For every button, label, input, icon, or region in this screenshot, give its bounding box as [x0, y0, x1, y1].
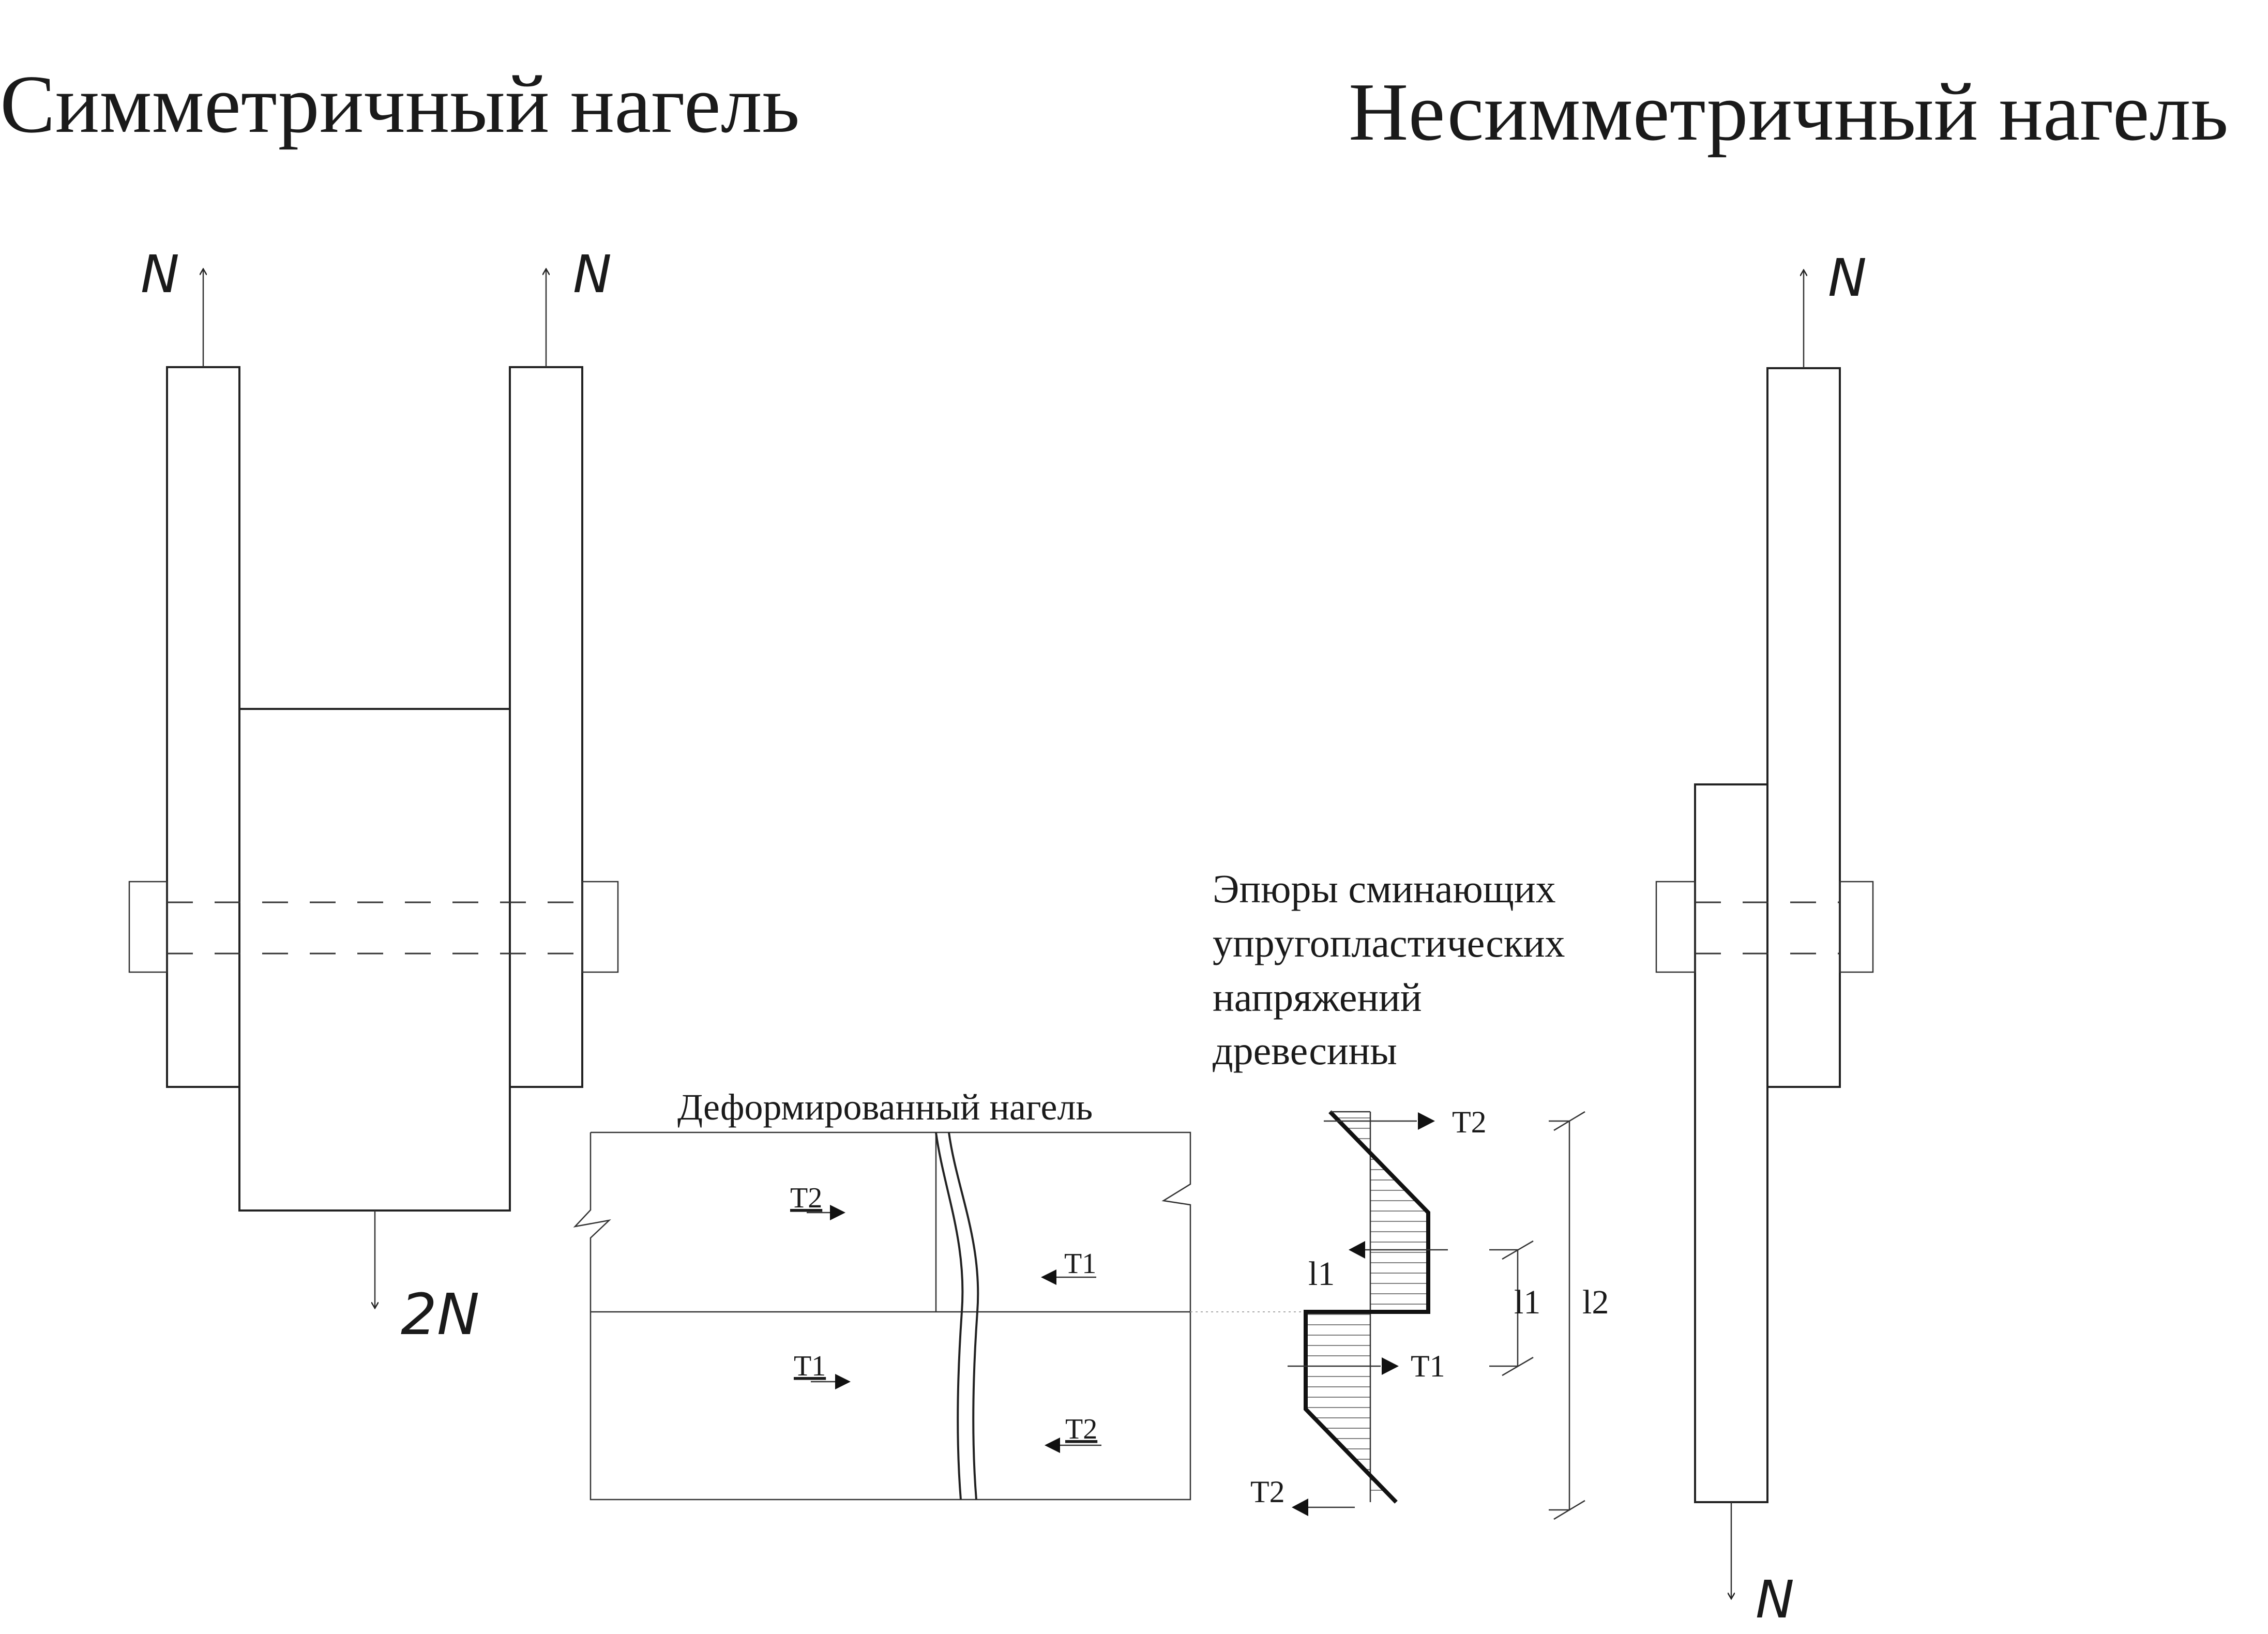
- asymmetric-joint: N N: [1655, 248, 1874, 1630]
- arrow-head-t1-top: [1041, 1269, 1056, 1285]
- arrow-head-t1-diagram-low: [1382, 1357, 1399, 1375]
- label-t2-diagram-bottom: T2: [1250, 1475, 1285, 1509]
- arrow-head-t2-diagram-top: [1418, 1112, 1435, 1130]
- dimension-l1-tick-bottom: [1502, 1356, 1534, 1376]
- arrow-head-t1-diagram-mid: [1349, 1241, 1365, 1259]
- dowel-right-end: [581, 881, 619, 973]
- caption-line-4: древесины: [1213, 1028, 1397, 1073]
- label-l2-dimension: l2: [1582, 1283, 1609, 1321]
- force-label-top-asym: N: [1828, 248, 1867, 308]
- upper-plank: [1766, 367, 1841, 1088]
- deformed-dowel-section: Деформированный нагель T2 T1 T1 T2: [573, 1086, 1313, 1501]
- force-t2-bottom-right: T2: [1065, 1413, 1097, 1445]
- section-outline-left-bottom: [573, 1132, 1191, 1501]
- dimension-l2: [1549, 1120, 1570, 1511]
- dowel-right-end-asym: [1839, 881, 1874, 973]
- right-side-plank: [509, 366, 583, 1088]
- stress-hatching: [1306, 1117, 1428, 1491]
- center-plank: [238, 708, 511, 1212]
- label-l1-left: l1: [1308, 1255, 1335, 1293]
- dowel-left-end: [128, 881, 168, 973]
- stress-diagram: Эпюры сминающих упругопластических напря…: [1213, 866, 1609, 1520]
- dowel-bent-right: [948, 1132, 979, 1500]
- dowel-bent-left: [935, 1132, 964, 1500]
- dimension-l2-tick-bottom: [1553, 1500, 1585, 1520]
- caption-line-3: напряжений: [1213, 975, 1422, 1020]
- dimension-l1-tick-top: [1502, 1240, 1534, 1260]
- deformed-dowel-title: Деформированный нагель: [677, 1086, 1093, 1128]
- label-t2-diagram-top: T2: [1452, 1105, 1487, 1139]
- lower-plank: [1694, 783, 1768, 1503]
- section-outline-top-right: [591, 1131, 1191, 1309]
- dimension-l2-tick-top: [1553, 1111, 1585, 1131]
- left-side-plank: [166, 366, 240, 1088]
- symmetric-dowel-title: Симметричный нагель: [0, 58, 800, 150]
- symmetric-joint: N N 2N: [128, 244, 619, 1348]
- caption-line-1: Эпюры сминающих: [1213, 866, 1556, 911]
- dowel-left-end-asym: [1655, 881, 1696, 973]
- force-t1-top-right: T1: [1064, 1248, 1096, 1280]
- arrow-head-t2-top: [830, 1205, 845, 1220]
- force-label-bottom: 2N: [401, 1281, 479, 1348]
- force-label-right: N: [573, 244, 612, 305]
- arrow-head-t1-bottom: [835, 1374, 851, 1389]
- force-t2-top-left: T2: [790, 1182, 822, 1214]
- arrow-head-t2-diagram-bottom: [1292, 1499, 1308, 1516]
- force-t1-bottom-left: T1: [794, 1350, 826, 1382]
- arrow-head-t2-bottom: [1045, 1438, 1060, 1453]
- diagram-caption: Эпюры сминающих упругопластических напря…: [1213, 866, 1575, 1073]
- label-l1-dimension: l1: [1514, 1283, 1540, 1321]
- label-t1-diagram-low: T1: [1411, 1349, 1445, 1383]
- force-label-bottom-asym: N: [1756, 1569, 1794, 1630]
- stress-envelope: [1304, 1110, 1430, 1504]
- asymmetric-dowel-title: Несимметричный нагель: [1349, 66, 2228, 158]
- caption-line-2: упругопластических: [1213, 920, 1565, 965]
- dimension-l1: [1489, 1249, 1519, 1367]
- force-label-left: N: [141, 244, 179, 305]
